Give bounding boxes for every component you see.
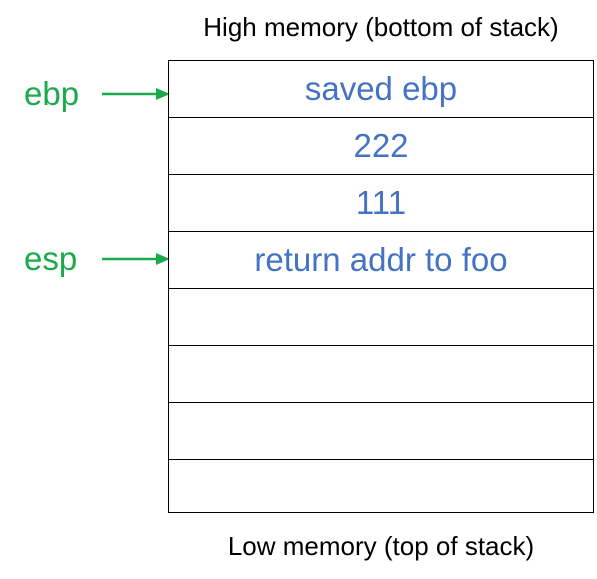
ebp-pointer: ebp: [0, 74, 170, 114]
high-memory-label: High memory (bottom of stack): [203, 12, 559, 42]
low-memory-label: Low memory (top of stack): [227, 531, 535, 561]
stack-slot-saved-ebp: saved ebp: [169, 61, 593, 118]
stack-slot-arg-222: 222: [169, 118, 593, 175]
stack-slot-empty: [169, 460, 593, 514]
ebp-arrow-icon: [102, 88, 170, 100]
stack-slot-return-addr: return addr to foo: [169, 232, 593, 289]
esp-pointer: esp: [0, 239, 170, 279]
esp-label: esp: [24, 240, 78, 277]
esp-arrow-icon: [102, 253, 170, 265]
stack-slot-arg-111: 111: [169, 175, 593, 232]
stack-slot-empty: [169, 403, 593, 460]
ebp-label: ebp: [24, 75, 80, 112]
stack-slot-empty: [169, 346, 593, 403]
stack-slot-empty: [169, 289, 593, 346]
stack-frame: saved ebp 222 111 return addr to foo: [168, 60, 594, 513]
